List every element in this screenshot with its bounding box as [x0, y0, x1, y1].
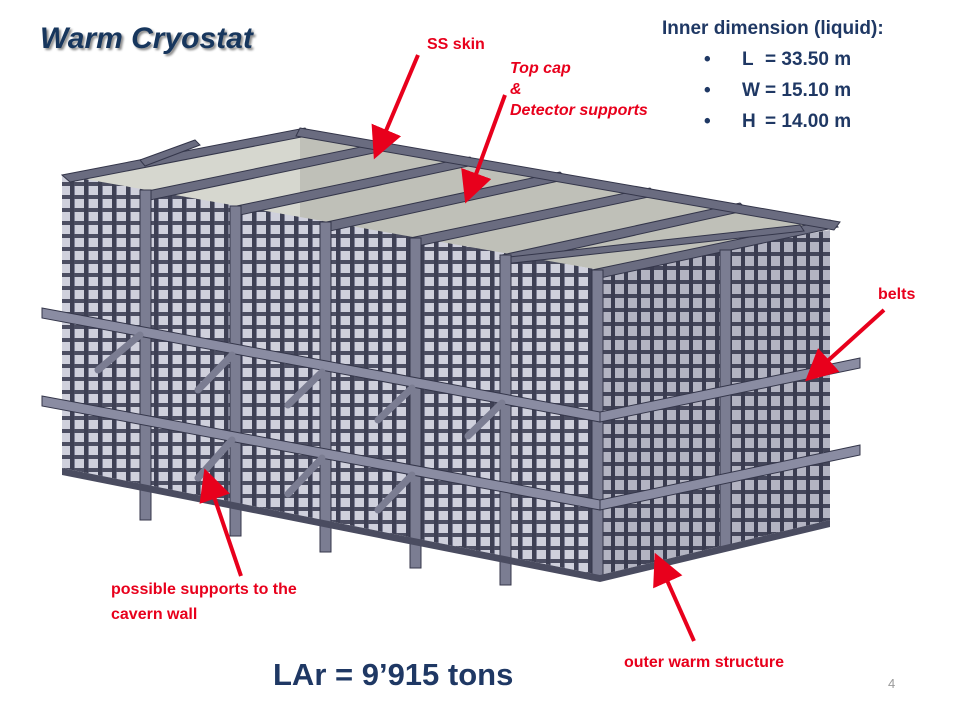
- page-number: 4: [888, 676, 896, 691]
- dimension-label: L: [742, 49, 754, 70]
- dimension-item: • H = 14.00 m: [662, 106, 884, 137]
- arrow-supports: [199, 468, 243, 577]
- label-top-cap-line2: &: [510, 81, 522, 98]
- bullet-icon: •: [704, 111, 711, 132]
- dimension-value: = 14.00 m: [765, 111, 852, 132]
- arrow-ss-skin: [371, 54, 420, 160]
- label-top-cap-line1: Top cap: [510, 60, 571, 77]
- inner-dimension-heading: Inner dimension (liquid):: [662, 18, 884, 39]
- dimension-item: • W= 15.10 m: [662, 75, 884, 106]
- dimension-label: H: [742, 111, 756, 132]
- inner-dimension-box: Inner dimension (liquid): • L = 33.50 m • W…: [662, 18, 884, 137]
- belts: [41, 307, 861, 511]
- arrow-top-cap: [461, 94, 507, 204]
- bullet-icon: •: [704, 80, 711, 101]
- label-top-cap: Top cap & Detector supports: [510, 58, 648, 121]
- label-top-cap-line3: Detector supports: [510, 102, 648, 119]
- side-wall: [600, 230, 830, 575]
- annotation-arrows: [199, 54, 886, 642]
- label-belts: belts: [878, 286, 916, 303]
- top-cap-beams: [60, 127, 841, 279]
- lar-mass: LAr = 9’915 tons: [273, 657, 514, 692]
- dimension-label: W: [742, 80, 760, 101]
- arrow-belts: [805, 308, 886, 382]
- dimension-value: = 15.10 m: [765, 80, 852, 101]
- slide-title: Warm Cryostat: [40, 22, 253, 55]
- dimension-value: = 33.50 m: [765, 49, 852, 70]
- label-outer-structure: outer warm structure: [624, 654, 785, 671]
- label-ss-skin: SS skin: [427, 36, 485, 53]
- arrow-outer-structure: [653, 552, 696, 642]
- dimension-list: • L = 33.50 m • W= 15.10 m • H = 14.00 m: [662, 44, 884, 137]
- dimension-item: • L = 33.50 m: [662, 44, 884, 75]
- label-supports: possible supports to the cavern wall: [111, 577, 297, 627]
- label-supports-line2: cavern wall: [111, 606, 198, 623]
- bullet-icon: •: [704, 49, 711, 70]
- label-supports-line1: possible supports to the: [111, 581, 297, 598]
